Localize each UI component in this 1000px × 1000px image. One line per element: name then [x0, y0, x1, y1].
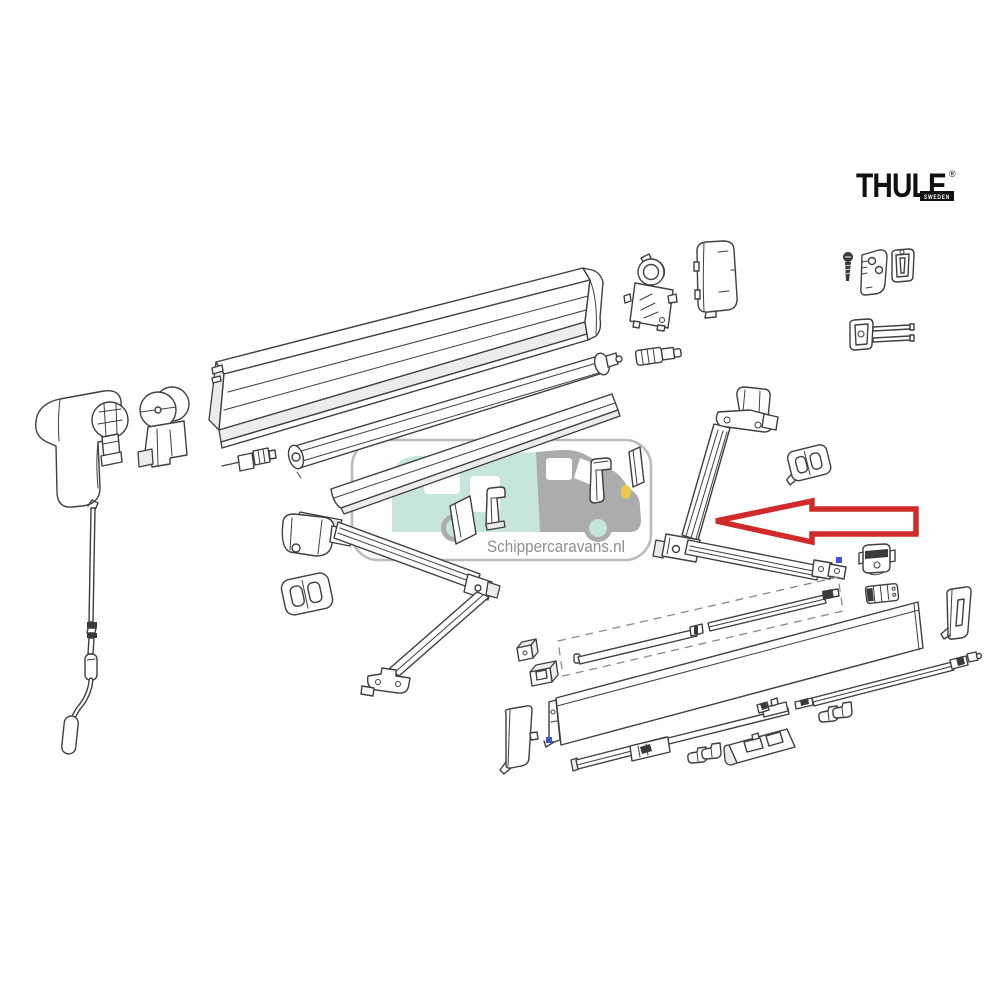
end-cap-cover: [693, 240, 738, 319]
lead-rail-end-cap-left: [499, 705, 539, 775]
crank-handle: [61, 499, 99, 755]
foot-clamp-pair-a: [687, 742, 722, 764]
brand-logo: THULE ® SWEDEN: [856, 167, 956, 205]
rod-clamp: [756, 697, 779, 714]
lead-rail: [543, 601, 924, 748]
clamp-saddle: [891, 248, 915, 283]
lead-rail-end-bracket: [940, 586, 972, 640]
mounting-plate-a: [449, 495, 477, 545]
support-plate: [860, 249, 888, 296]
roller-tube: [287, 352, 623, 479]
rail-bracket-plate: [723, 728, 796, 766]
tension-rafter: [573, 588, 840, 665]
awning-case-profile: [208, 267, 604, 449]
small-block-b: [529, 660, 559, 687]
mounting-plate-b: [628, 446, 645, 488]
blue-marker: [546, 737, 552, 743]
wall-bracket-b: [589, 457, 612, 504]
small-block-a: [516, 638, 539, 662]
wall-bracket-a: [485, 486, 506, 531]
dark-knob: [858, 543, 896, 576]
right-spring-arm: [652, 386, 847, 581]
twin-pin-bracket: [849, 318, 915, 351]
rafter-dashed-outline: [557, 576, 844, 677]
spline-knob: [91, 401, 129, 467]
gear-bracket: [137, 386, 190, 468]
headlight: [621, 485, 631, 499]
screw: [843, 252, 853, 281]
highlight-arrow: [715, 497, 919, 546]
watermark-text: Schippercaravans.nl: [487, 537, 625, 556]
highlight-arrow-shape: [715, 497, 919, 546]
support-leg-right: [794, 651, 983, 710]
blue-marker: [836, 557, 842, 563]
cone-plug: [221, 447, 277, 472]
gear-mechanism: [623, 253, 678, 332]
ribbed-connector: [634, 346, 682, 366]
arm-cover-cap-left: [280, 572, 334, 616]
left-spring-arm: [281, 511, 501, 697]
brand-subtitle: SWEDEN: [924, 194, 950, 201]
registered-mark: ®: [949, 169, 956, 179]
support-leg-left: [570, 701, 790, 772]
foot-clamp-pair-b: [818, 701, 853, 723]
brand-badge: [920, 191, 954, 201]
awning-fabric: [330, 393, 621, 515]
rail-connector: [864, 582, 900, 605]
arm-cover-cap-right: [785, 444, 832, 486]
